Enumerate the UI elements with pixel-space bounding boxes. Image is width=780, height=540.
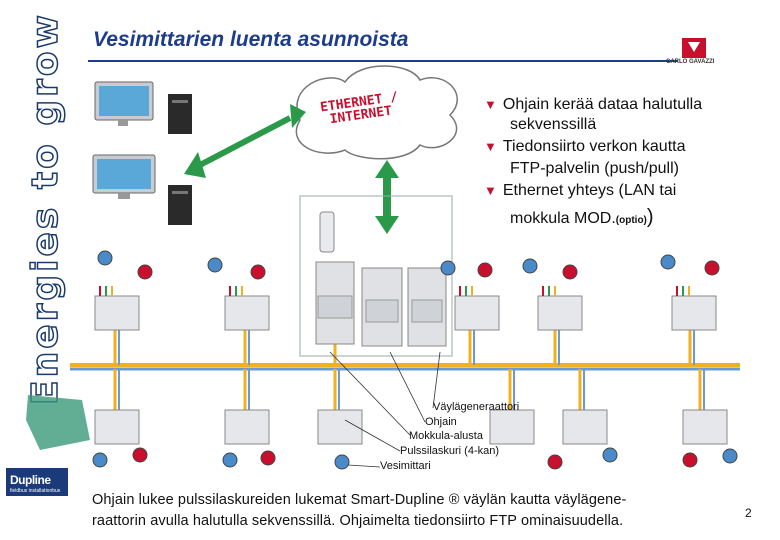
title-underline (88, 60, 678, 62)
pulse-counter (224, 295, 270, 331)
bullet-2-text: Tiedonsiirto verkon kautta (502, 138, 686, 155)
water-meter (222, 452, 238, 468)
water-meter (137, 264, 153, 280)
controller-frame (299, 195, 453, 357)
legend-pulse-counter: Pulssilaskuri (4-kan) (400, 445, 500, 457)
bullet-1-text: Ohjain kerää dataa halutulla (502, 96, 703, 113)
bullet-3-suffix: ) (646, 206, 654, 228)
water-meter (704, 260, 720, 276)
internet-cloud (295, 65, 458, 160)
water-meter (562, 264, 578, 280)
dupline-logo-sub: fieldbus installationbus (10, 488, 61, 494)
legend-bus-generator: Väylägeneraattori (433, 401, 520, 413)
bullet-2: ▼ Tiedonsiirto verkon kautta (484, 138, 685, 156)
pulse-counter (94, 295, 140, 331)
bullet-1-cont: sekvenssillä (510, 116, 597, 133)
water-meter (132, 447, 148, 463)
computer-2 (92, 154, 192, 225)
double-arrow-left (184, 104, 306, 178)
pulse-counter (562, 409, 608, 445)
water-meter (92, 452, 108, 468)
dupline-logo-text: Dupline (10, 473, 51, 487)
double-arrow-vertical (375, 160, 399, 234)
bullet-3: ▼ Ethernet yhteys (LAN tai (484, 182, 676, 200)
usb-modem (319, 211, 335, 253)
caption-line-1: Ohjain lukee pulssilaskureiden lukemat S… (92, 492, 627, 508)
bullet-3-prefix: mokkula MOD. (510, 210, 616, 227)
bullet-2-cont: FTP-palvelin (push/pull) (510, 160, 679, 177)
water-meter (660, 254, 676, 270)
carlo-gavazzi-logo (682, 38, 706, 58)
pulse-counter (454, 295, 500, 331)
water-meter (722, 448, 738, 464)
water-meter (522, 258, 538, 274)
legend-controller: Ohjain (425, 416, 457, 428)
leaf-decoration (26, 395, 90, 450)
pulse-counter (224, 409, 270, 445)
water-meter (602, 447, 618, 463)
water-meter (207, 257, 223, 273)
pulse-counter (682, 409, 728, 445)
water-meter (334, 454, 350, 470)
bullet-3-text: Ethernet yhteys (LAN tai (502, 182, 677, 199)
bullet-3-sub: (optio) (615, 215, 647, 226)
pulse-counter (94, 409, 140, 445)
water-meter (440, 260, 456, 276)
water-meter (97, 250, 113, 266)
page-title: Vesimittarien luenta asunnoista (93, 28, 409, 51)
water-meter (260, 450, 276, 466)
legend-mokkula: Mokkula-alusta (409, 430, 483, 442)
logo-caption: CARLO GAVAZZI (666, 59, 715, 65)
legend-water-meter: Vesimittari (380, 460, 431, 472)
water-meter (477, 262, 493, 278)
page-number: 2 (745, 506, 752, 520)
water-meter (250, 264, 266, 280)
dupline-logo (6, 468, 68, 496)
triangle-icon: ▼ (484, 97, 497, 112)
triangle-icon: ▼ (484, 139, 497, 154)
pulse-counter (317, 409, 363, 445)
caption-line-2: raattorin avulla halutulla sekvenssillä.… (92, 513, 624, 529)
water-meter (547, 454, 563, 470)
pulse-counter (537, 295, 583, 331)
computer-1 (94, 81, 192, 134)
legend-pointers (329, 351, 441, 468)
pulse-counter (489, 409, 535, 445)
pulse-counter (671, 295, 717, 331)
triangle-icon: ▼ (484, 183, 497, 198)
water-meter (682, 452, 698, 468)
bullet-1: ▼ Ohjain kerää dataa halutulla (484, 96, 702, 114)
bullet-3-cont: mokkula MOD.(optio)) (510, 206, 654, 229)
